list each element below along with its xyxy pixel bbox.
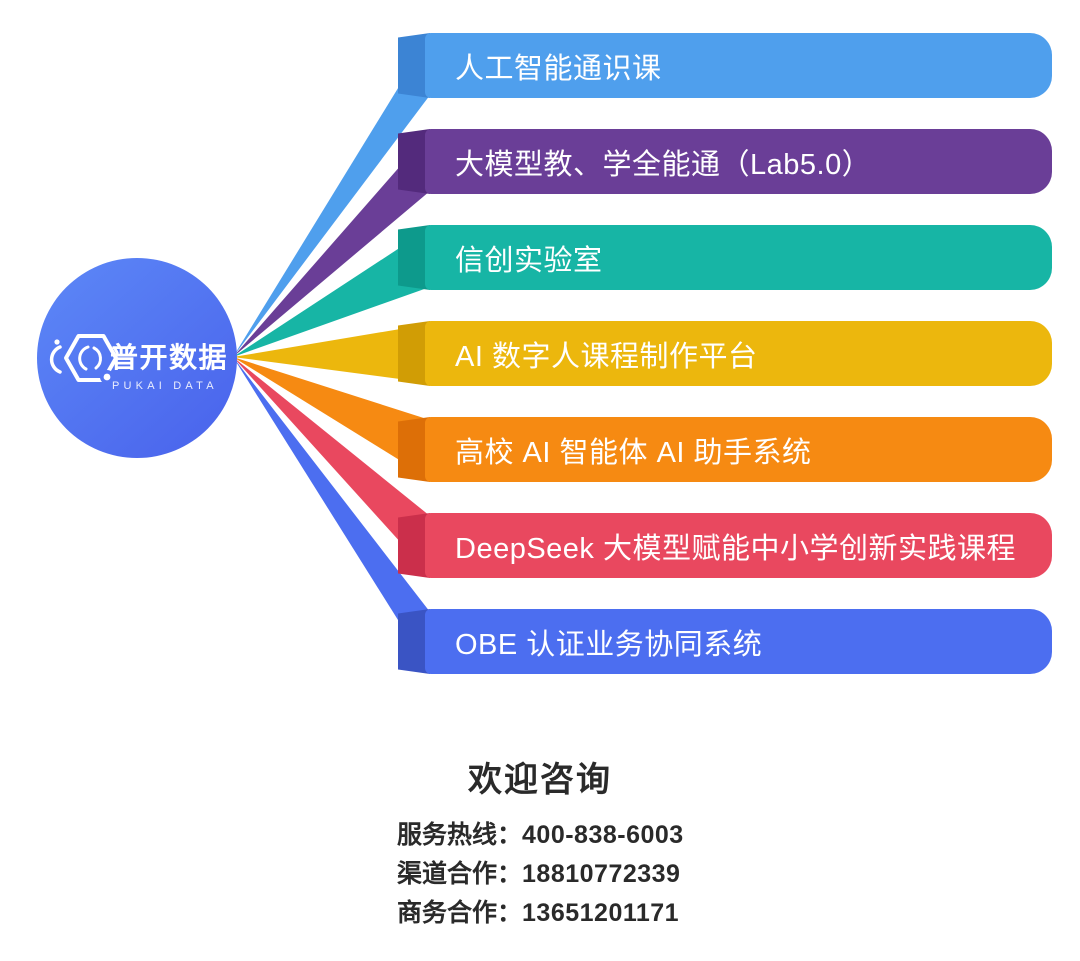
product-banner: 大模型教、学全能通（Lab5.0） xyxy=(425,129,1052,194)
contact-line-label: 服务热线： xyxy=(397,821,523,849)
product-banner-list: 人工智能通识课 大模型教、学全能通（Lab5.0） 信创实验室 AI 数字人课程… xyxy=(425,33,1052,674)
ribbon-folds xyxy=(398,33,430,674)
ribbon-connector xyxy=(233,228,430,357)
product-banner: DeepSeek 大模型赋能中小学创新实践课程 xyxy=(425,513,1052,578)
ribbon-fold xyxy=(398,225,430,290)
contact-line: 渠道合作：18810772339 xyxy=(397,855,684,894)
brand-circle xyxy=(37,258,237,458)
ribbon-connector xyxy=(233,357,430,575)
product-banner: 信创实验室 xyxy=(425,225,1052,290)
ribbon-connector xyxy=(233,36,430,357)
contact-line-value: 18810772339 xyxy=(522,860,681,888)
contact-title: 欢迎咨询 xyxy=(468,761,612,799)
pukai-logo-icon xyxy=(49,334,118,384)
product-label: 信创实验室 xyxy=(455,244,603,277)
contact-line-label: 渠道合作： xyxy=(397,860,523,888)
ribbon-connector xyxy=(233,357,430,479)
brand-name: 普开数据 xyxy=(110,342,228,373)
contact-line: 服务热线：400-838-6003 xyxy=(397,816,684,855)
ribbon-connectors xyxy=(233,36,430,671)
ribbon-fold xyxy=(398,417,430,482)
ribbon-fold xyxy=(398,33,430,98)
product-banner: 高校 AI 智能体 AI 助手系统 xyxy=(425,417,1052,482)
contact-line-label: 商务合作： xyxy=(397,899,523,927)
product-banner: 人工智能通识课 xyxy=(425,33,1052,98)
contact-section: 欢迎咨询 服务热线：400-838-6003 渠道合作：18810772339 … xyxy=(0,752,1080,927)
contact-line-list: 服务热线：400-838-6003 渠道合作：18810772339 商务合作：… xyxy=(397,816,684,933)
product-banner: OBE 认证业务协同系统 xyxy=(425,609,1052,674)
ribbon-fold xyxy=(398,609,430,674)
contact-line: 商务合作：13651201171 xyxy=(397,894,684,933)
product-label: AI 数字人课程制作平台 xyxy=(455,340,758,373)
product-label: DeepSeek 大模型赋能中小学创新实践课程 xyxy=(455,532,1016,565)
ribbon-fold xyxy=(398,129,430,194)
ribbon-connector xyxy=(233,357,430,671)
contact-line-value: 13651201171 xyxy=(522,899,680,927)
brand-name-en: PUKAI DATA xyxy=(112,380,218,392)
product-banner: AI 数字人课程制作平台 xyxy=(425,321,1052,386)
product-label: 人工智能通识课 xyxy=(455,52,662,85)
brand-node: 普开数据 PUKAI DATA xyxy=(37,258,237,458)
product-label: 大模型教、学全能通（Lab5.0） xyxy=(455,148,872,181)
ribbon-fold xyxy=(398,513,430,578)
product-label: OBE 认证业务协同系统 xyxy=(455,628,763,661)
ribbon-connector xyxy=(233,132,430,357)
product-label: 高校 AI 智能体 AI 助手系统 xyxy=(455,436,812,469)
contact-line-value: 400-838-6003 xyxy=(522,821,684,849)
ribbon-connector xyxy=(233,324,430,383)
ribbon-fold xyxy=(398,321,430,386)
